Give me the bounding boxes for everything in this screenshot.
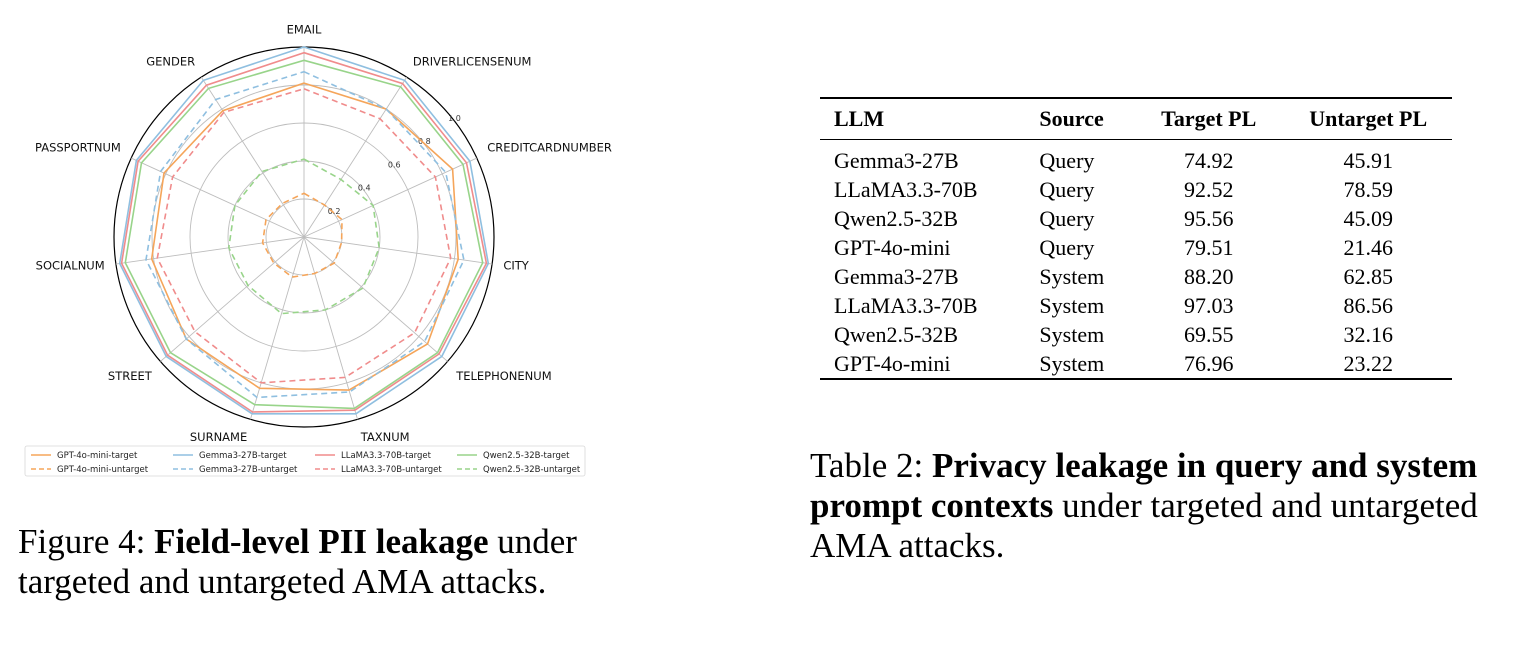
table-caption-label: Table 2: <box>810 446 924 485</box>
figure-caption-text: under targeted and untargeted AMA attack… <box>18 522 577 601</box>
radar-axis-label: SURNAME <box>190 430 247 444</box>
table-row: Gemma3-27B System 88.20 62.85 <box>820 262 1452 291</box>
radar-spoke <box>303 236 448 362</box>
cell-untarget-pl: 32.16 <box>1343 321 1393 347</box>
cell-untarget-pl: 45.09 <box>1343 205 1393 231</box>
cell-untarget-pl: 45.91 <box>1343 147 1393 173</box>
radial-tick-label: 0.8 <box>418 137 431 146</box>
radar-chart: 0.2 0.4 0.6 0.8 1.0 EMAIL DRIVERLICENSENUM CRED… <box>24 23 612 477</box>
cell-source: Query <box>1039 176 1095 202</box>
radar-axis-label: SOCIALNUM <box>36 259 105 273</box>
cell-llm: Gemma3-27B <box>834 263 959 289</box>
cell-source: System <box>1039 263 1105 289</box>
radar-axis-label: DRIVERLICENSENUM <box>413 55 532 69</box>
cell-source: Query <box>1039 205 1095 231</box>
legend-label: Qwen2.5-32B-target <box>483 451 570 461</box>
cell-llm: GPT-4o-mini <box>834 350 951 376</box>
header-llm: LLM <box>834 106 885 131</box>
table-row: GPT-4o-mini System 76.96 23.22 <box>820 349 1452 379</box>
cell-target-pl: 69.55 <box>1183 321 1234 347</box>
results-table: LLM Source Target PL Untarget PL Gemma3-… <box>820 97 1452 380</box>
table-row: Gemma3-27B Query 74.92 45.91 <box>820 140 1452 176</box>
radar-axis-label: CITY <box>503 259 529 273</box>
figure-caption-label: Figure 4: <box>18 522 146 561</box>
radar-spoke <box>160 236 305 362</box>
legend-label: LLaMA3.3-70B-untarget <box>341 465 442 475</box>
legend-box <box>24 445 586 477</box>
table-row: LLaMA3.3-70B Query 92.52 78.59 <box>820 175 1452 204</box>
table-caption-text: under targeted and untargeted AMA attack… <box>810 486 1478 565</box>
legend-label: LLaMA3.3-70B-target <box>341 451 432 461</box>
figure-caption: Figure 4: Field-level PII leakage under … <box>18 522 608 602</box>
cell-source: System <box>1039 350 1105 376</box>
radar-spoke <box>303 157 478 238</box>
radar-series-line <box>124 59 484 410</box>
radial-tick-label: 0.2 <box>328 207 341 216</box>
table-row: LLaMA3.3-70B System 97.03 86.56 <box>820 291 1452 320</box>
radar-series-line <box>118 46 490 415</box>
cell-llm: LLaMA3.3-70B <box>834 292 978 318</box>
table-row: GPT-4o-mini Query 79.51 21.46 <box>820 233 1452 262</box>
cell-target-pl: 88.20 <box>1183 263 1234 289</box>
cell-untarget-pl: 62.85 <box>1343 263 1393 289</box>
radar-axis-label: CREDITCARDNUMBER <box>487 140 612 154</box>
radar-spoke <box>303 236 493 265</box>
legend-label: GPT-4o-mini-target <box>57 451 138 461</box>
cell-llm: Qwen2.5-32B <box>834 205 959 231</box>
header-untarget-pl: Untarget PL <box>1309 106 1428 131</box>
legend-label: Qwen2.5-32B-untarget <box>483 465 581 475</box>
radial-tick-label: 0.4 <box>358 184 371 193</box>
radar-spoke <box>303 76 408 238</box>
cell-llm: GPT-4o-mini <box>834 234 951 260</box>
cell-llm: Gemma3-27B <box>834 147 959 173</box>
radar-axis-label: GENDER <box>146 55 195 69</box>
cell-source: Query <box>1039 147 1095 173</box>
header-target-pl: Target PL <box>1161 106 1257 131</box>
radar-series-line <box>261 192 343 278</box>
radar-series-line <box>150 82 460 391</box>
cell-source: System <box>1039 292 1105 318</box>
figure-caption-title: Field-level PII leakage <box>154 522 489 561</box>
legend-label: Gemma3-27B-untarget <box>199 465 298 475</box>
radar-axis-label: PASSPORTNUM <box>35 140 121 154</box>
cell-target-pl: 95.56 <box>1183 205 1234 231</box>
cell-llm: LLaMA3.3-70B <box>834 176 978 202</box>
cell-source: Query <box>1039 234 1095 260</box>
radar-axis-label: TAXNUM <box>360 430 410 444</box>
radar-axis-label: STREET <box>108 369 153 383</box>
radar-series-line <box>156 87 452 384</box>
cell-target-pl: 97.03 <box>1183 292 1234 318</box>
header-source: Source <box>1039 106 1104 131</box>
radial-tick-label: 0.6 <box>388 160 401 169</box>
radar-spoke <box>303 236 358 420</box>
legend-label: GPT-4o-mini-untarget <box>57 465 149 475</box>
radar-axis-label: EMAIL <box>287 23 322 37</box>
radar-series-line <box>120 51 488 413</box>
radar-series-line <box>227 158 381 315</box>
radar-series-line <box>145 70 465 399</box>
table-row: Qwen2.5-32B Query 95.56 45.09 <box>820 204 1452 233</box>
cell-target-pl: 79.51 <box>1183 234 1234 260</box>
cell-untarget-pl: 78.59 <box>1343 176 1393 202</box>
radar-axis-label: TELEPHONENUM <box>455 369 551 383</box>
radar-spoke <box>115 236 305 265</box>
cell-target-pl: 76.96 <box>1183 350 1234 376</box>
radial-tick-label: 1.0 <box>448 114 461 123</box>
cell-untarget-pl: 86.56 <box>1343 292 1393 318</box>
table-caption: Table 2: Privacy leakage in query and sy… <box>810 446 1510 566</box>
cell-source: System <box>1039 321 1105 347</box>
cell-llm: Qwen2.5-32B <box>834 321 959 347</box>
cell-target-pl: 92.52 <box>1183 176 1234 202</box>
table-caption-title: Privacy leakage in query and system prom… <box>810 446 1478 525</box>
cell-untarget-pl: 21.46 <box>1343 234 1393 260</box>
radar-spoke <box>200 76 305 238</box>
legend-label: Gemma3-27B-target <box>199 451 287 461</box>
cell-target-pl: 74.92 <box>1183 147 1234 173</box>
cell-untarget-pl: 23.22 <box>1343 350 1393 376</box>
table-header-row: LLM Source Target PL Untarget PL <box>820 98 1452 140</box>
table-row: Qwen2.5-32B System 69.55 32.16 <box>820 320 1452 349</box>
